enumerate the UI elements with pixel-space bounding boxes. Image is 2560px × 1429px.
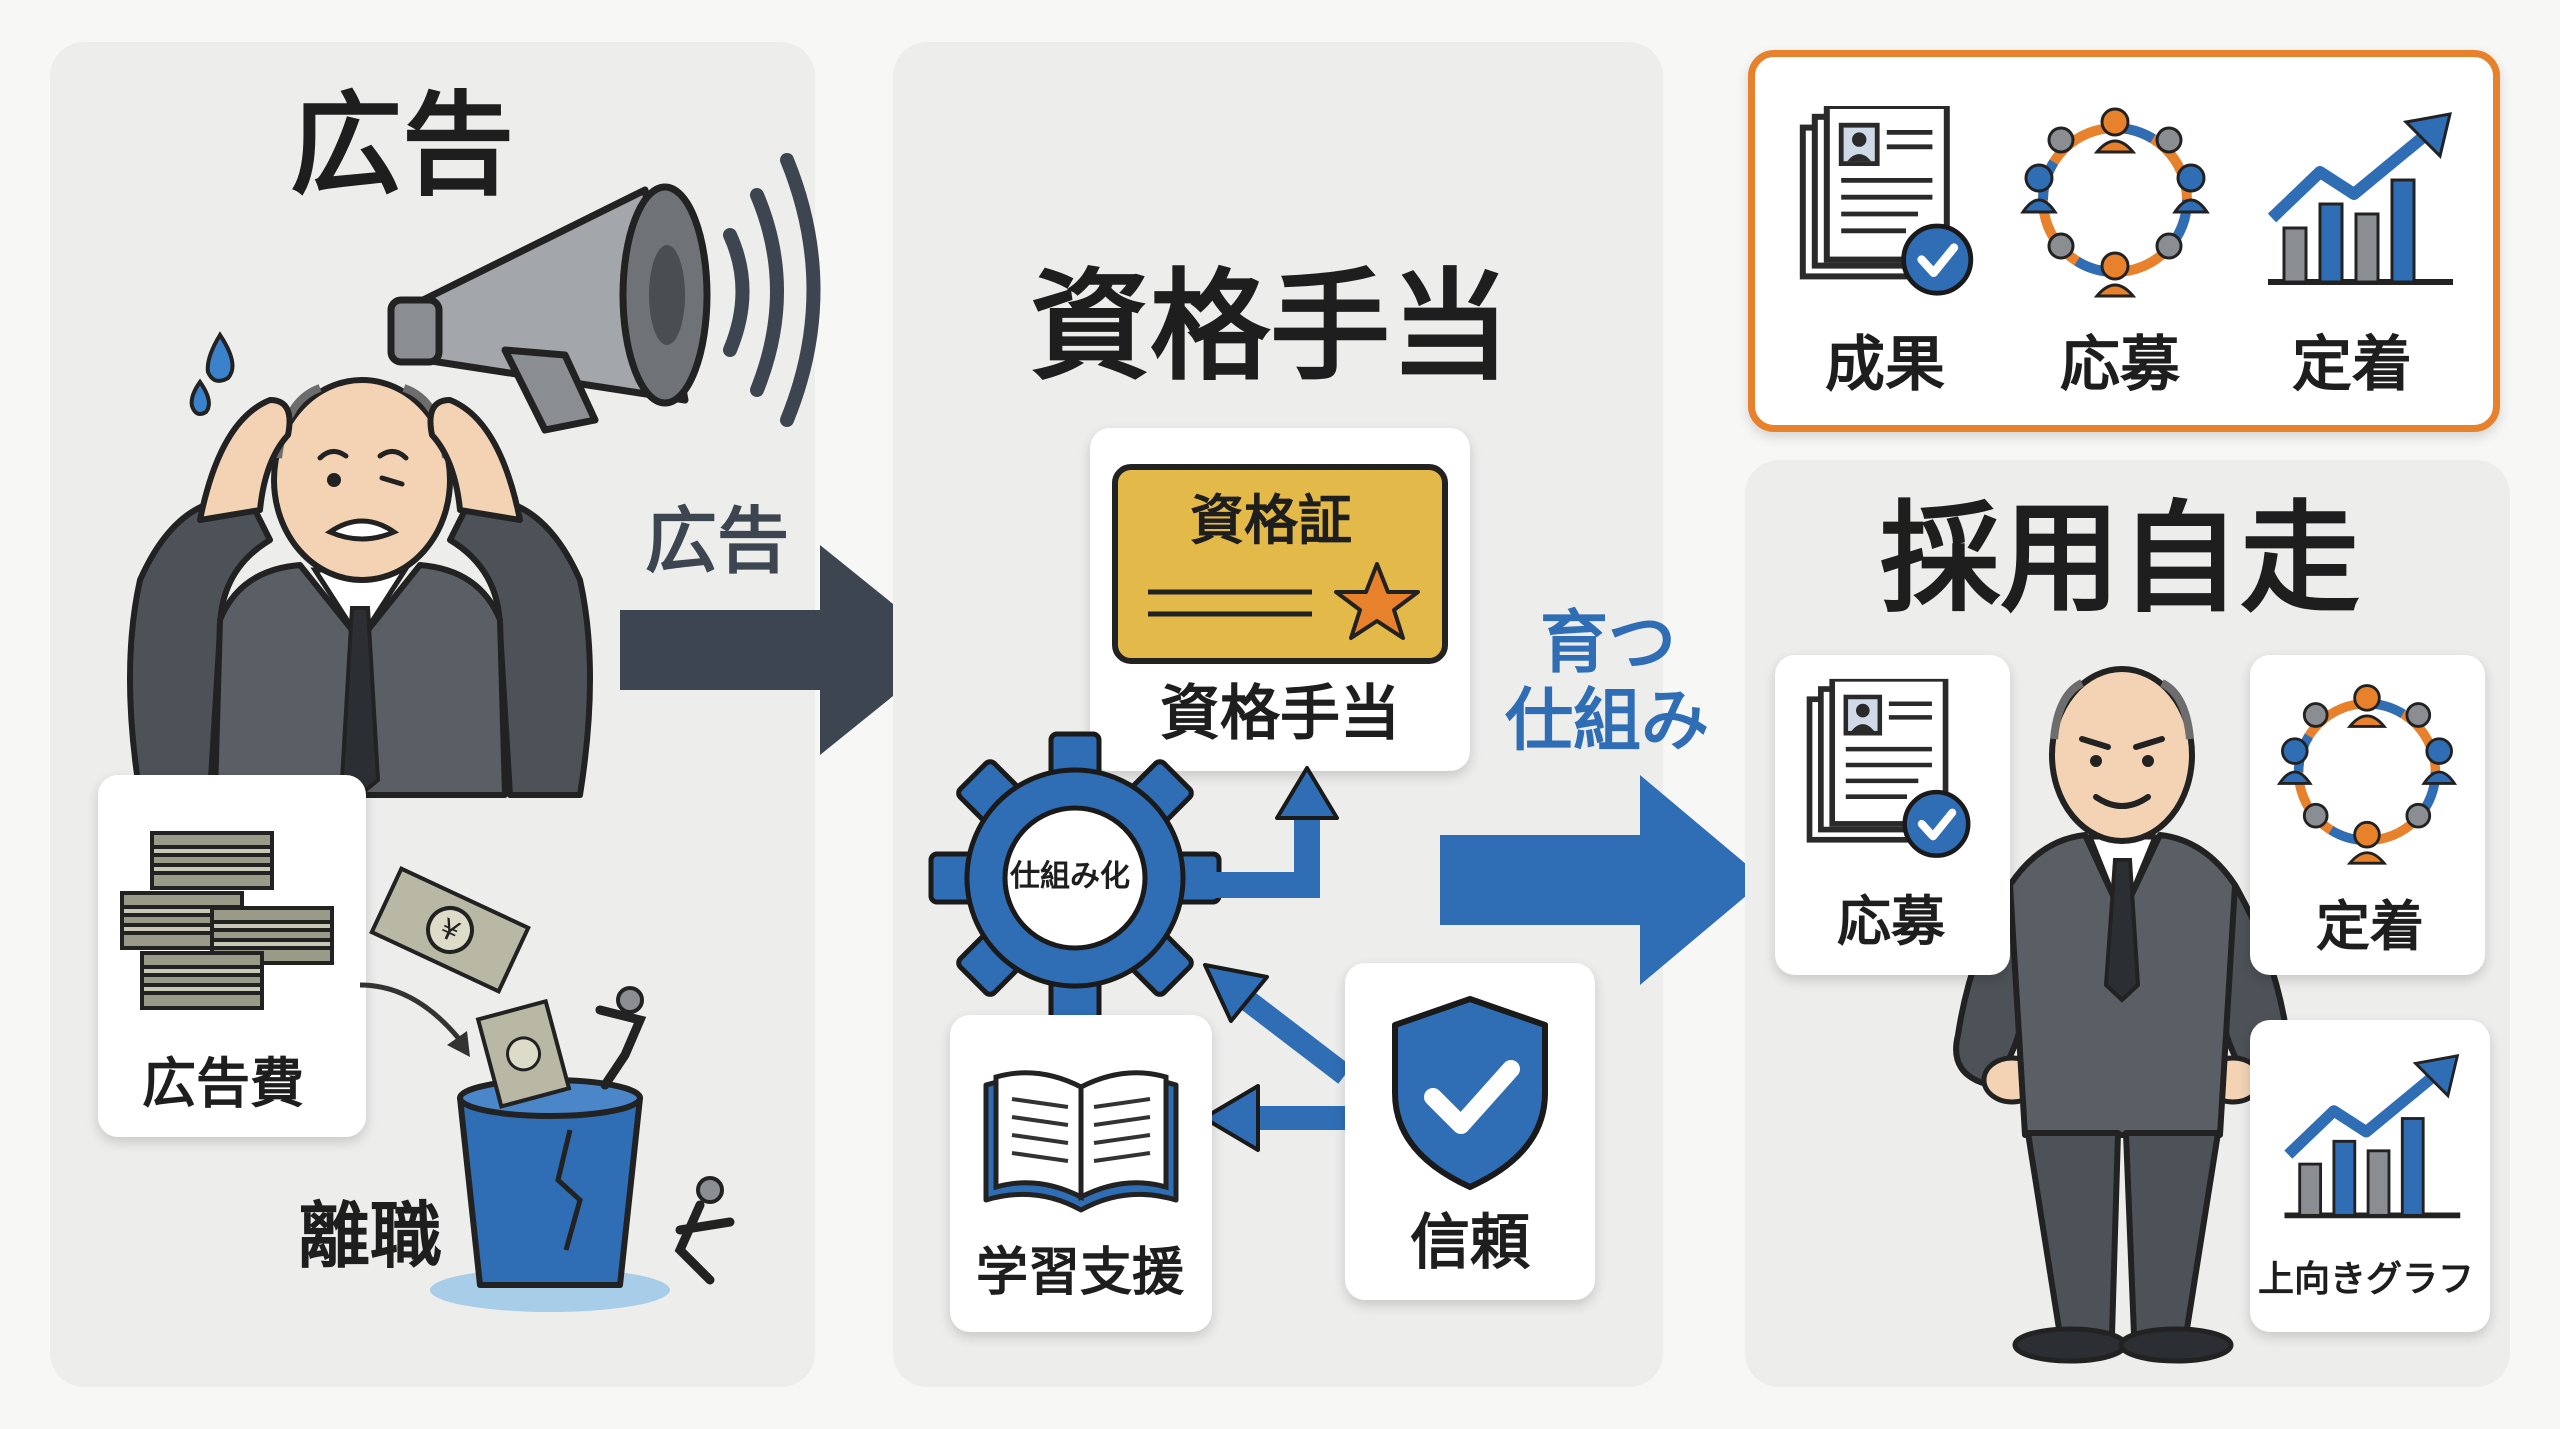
- open-book-icon: [983, 1070, 1179, 1213]
- results-item-retention: 定着: [2292, 330, 2412, 400]
- certificate-title: 資格証: [1190, 489, 1352, 552]
- money-stack-icon: [120, 831, 334, 1010]
- grow-arrow-label-line2: 仕組み: [1505, 682, 1710, 761]
- gear-to-certificate-arrow: [1215, 766, 1339, 898]
- retention-label: 定着: [2316, 895, 2424, 958]
- bar-chart-up-icon: [2275, 1050, 2465, 1225]
- certificate-card: 資格証 資格手当: [1090, 428, 1470, 771]
- gear-icon: [928, 731, 1222, 1025]
- blue-flow-arrow: [1440, 775, 1765, 985]
- upward-graph-card: 上向きグラフ: [2250, 1020, 2490, 1332]
- megaphone-icon: [387, 153, 821, 434]
- grow-arrow-label-line1: 育つ: [1540, 604, 1677, 683]
- trust-label: 信頼: [1410, 1208, 1530, 1278]
- applications-label: 応募: [1837, 890, 1945, 953]
- people-circle-icon: [2272, 677, 2462, 867]
- leaking-bucket-illustration: [430, 986, 735, 1312]
- document-check-icon: [1798, 102, 1978, 302]
- trust-to-learning-arrow: [1202, 1084, 1350, 1152]
- confident-businessman-illustration: [1953, 666, 2292, 1364]
- worried-businessman-illustration: [127, 377, 593, 798]
- results-item-applications: 応募: [2060, 330, 2180, 400]
- flow-arrow-icon: [359, 982, 470, 1057]
- certificate-badge: [1112, 464, 1448, 664]
- sweat-drops-icon: [189, 331, 235, 416]
- results-item-outcome: 成果: [1825, 330, 1945, 400]
- applications-card: 応募: [1775, 655, 2010, 975]
- ad-cost-label: 広告費: [142, 1052, 304, 1115]
- learning-support-label: 学習支援: [976, 1243, 1185, 1303]
- ad-cost-card: 広告費: [98, 775, 366, 1137]
- retention-card: 定着: [2250, 655, 2485, 975]
- shield-check-icon: [1392, 996, 1548, 1190]
- flying-banknote-icon: ¥: [369, 866, 531, 994]
- trust-to-gear-arrow: [1203, 963, 1352, 1084]
- learning-support-card: 学習支援: [950, 1015, 1212, 1332]
- document-check-icon: [1805, 677, 1975, 862]
- turnover-label: 離職: [298, 1194, 443, 1278]
- people-circle-icon: [2015, 100, 2215, 300]
- dark-flow-arrow: [620, 545, 950, 755]
- panel-self-running-title: 採用自走: [1880, 490, 2360, 629]
- panel-allowance-title: 資格手当: [1030, 258, 1510, 397]
- arrow-ad-label: 広告: [645, 499, 790, 583]
- gear-label: 仕組み化: [1010, 859, 1130, 894]
- upward-graph-label: 上向きグラフ: [2258, 1259, 2475, 1300]
- panel-advertising-title: 広告: [290, 81, 514, 211]
- trust-card: 信頼: [1345, 963, 1595, 1300]
- bar-chart-up-icon: [2258, 110, 2458, 290]
- certificate-caption: 資格手当: [1160, 679, 1400, 749]
